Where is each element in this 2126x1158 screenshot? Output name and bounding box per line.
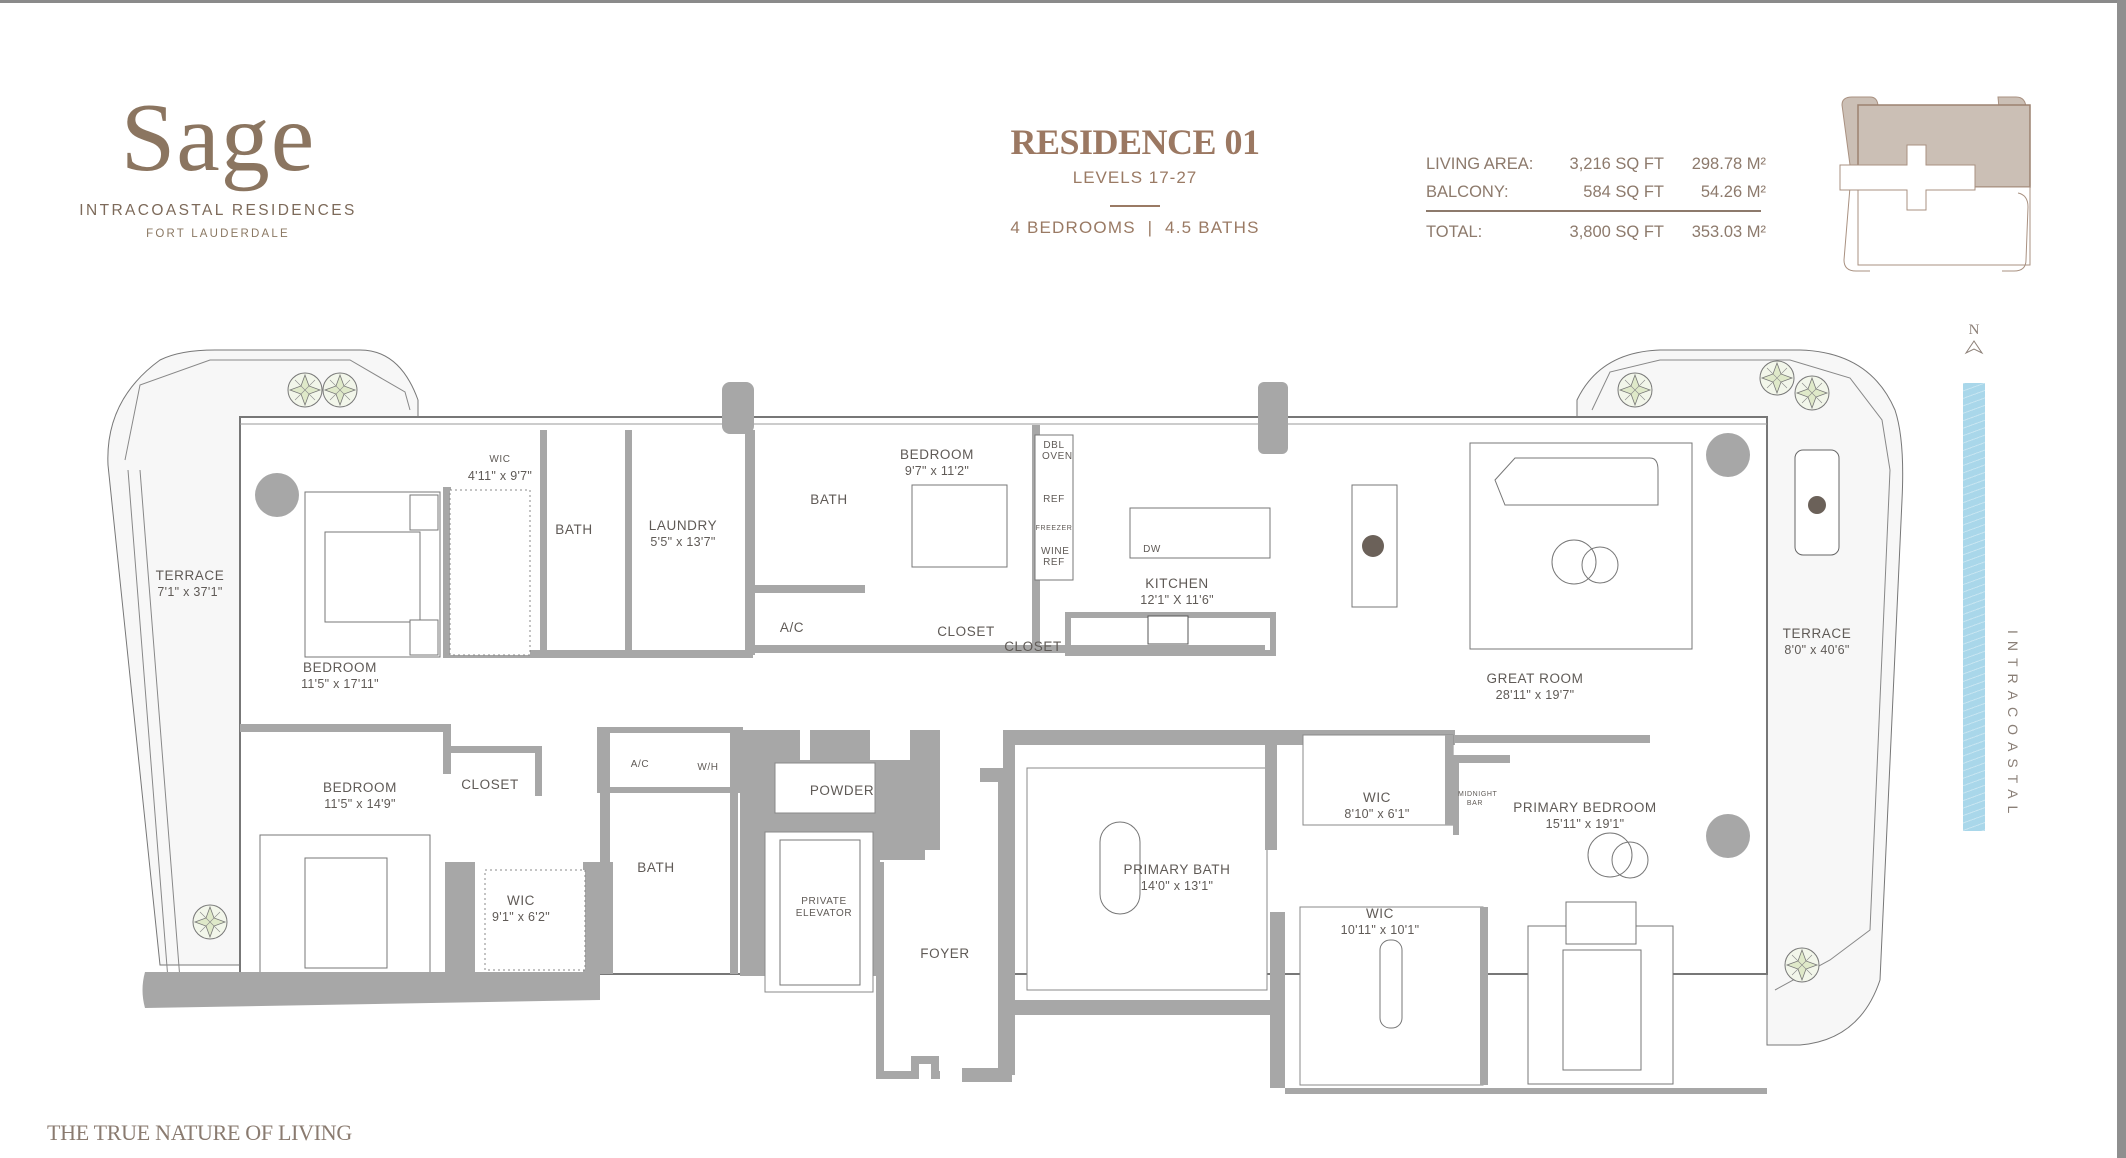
- area-row-living: LIVING AREA: 3,216 SQ FT 298.78 M²: [1426, 150, 1766, 178]
- room-label-ac-n: A/C: [779, 620, 805, 635]
- area-m2: 298.78 M²: [1691, 154, 1766, 173]
- residence-levels: LEVELS 17-27: [1072, 168, 1198, 187]
- area-sqft: 3,216 SQ FT: [1569, 154, 1664, 173]
- area-row-total: TOTAL: 3,800 SQ FT 353.03 M²: [1426, 218, 1766, 246]
- appliance-wine-ref: WINE REF: [1041, 546, 1070, 568]
- residence-title: RESIDENCE 01: [1010, 122, 1260, 162]
- room-label-closet-n2: CLOSET: [1004, 639, 1062, 654]
- logo-subtitle: INTRACOASTAL RESIDENCES: [79, 202, 357, 219]
- area-sqft: 584 SQ FT: [1583, 182, 1664, 201]
- brand-logo: Sage INTRACOASTAL RESIDENCES FORT LAUDER…: [78, 88, 358, 240]
- appliance-dbl-oven: DBL OVEN: [1042, 440, 1073, 462]
- area-label: BALCONY:: [1426, 182, 1509, 201]
- north-label: N: [1968, 322, 1980, 338]
- scrollbar-track[interactable]: [2117, 0, 2126, 1158]
- room-label-closet-n1: CLOSET: [937, 624, 995, 639]
- logo-city: FORT LAUDERDALE: [146, 228, 290, 240]
- room-label-midnight-bar: MIDNIGHT BAR: [1458, 791, 1498, 807]
- area-row-balcony: BALCONY: 584 SQ FT 54.26 M²: [1426, 178, 1766, 206]
- title-divider: [1110, 205, 1160, 207]
- tagline: THE TRUE NATURE OF LIVING: [47, 1120, 352, 1145]
- area-m2: 353.03 M²: [1691, 222, 1766, 241]
- north-arrow: N: [1960, 322, 1988, 360]
- room-label-private-elevator: PRIVATE ELEVATOR: [795, 896, 853, 919]
- logo-wordmark: Sage: [120, 84, 316, 192]
- appliance-dw: DW: [1143, 544, 1161, 555]
- area-divider: [1426, 210, 1761, 212]
- room-label-water-heater: W/H: [697, 762, 719, 773]
- room-label-bath-n: BATH: [810, 492, 848, 507]
- intracoastal-label: INTRACOASTAL: [2005, 630, 2021, 821]
- room-label-closet-sw: CLOSET: [461, 777, 519, 792]
- key-plan-icon: [1839, 96, 2031, 272]
- area-table: LIVING AREA: 3,216 SQ FT 298.78 M² BALCO…: [1426, 150, 1766, 246]
- window-top-border: [0, 0, 2126, 3]
- residence-header: RESIDENCE 01 LEVELS 17-27 4 BEDROOMS | 4…: [950, 122, 1320, 238]
- north-arrow-icon: [1964, 340, 1984, 355]
- appliance-ref: REF: [1043, 494, 1065, 505]
- area-sqft: 3,800 SQ FT: [1569, 222, 1664, 241]
- area-label: TOTAL:: [1426, 222, 1483, 241]
- appliance-freezer: FREEZER: [1035, 525, 1073, 532]
- room-label-powder: POWDER: [809, 783, 875, 798]
- room-label-bath-sw: BATH: [637, 860, 675, 875]
- rooms-summary: 4 BEDROOMS | 4.5 BATHS: [1010, 217, 1260, 237]
- room-label-foyer: FOYER: [920, 946, 970, 961]
- room-label-bath-nw: BATH: [555, 522, 593, 537]
- area-m2: 54.26 M²: [1700, 182, 1766, 201]
- area-label: LIVING AREA:: [1426, 154, 1534, 173]
- room-label-ac-s: A/C: [630, 759, 650, 770]
- intracoastal-waterway: [1963, 383, 1985, 831]
